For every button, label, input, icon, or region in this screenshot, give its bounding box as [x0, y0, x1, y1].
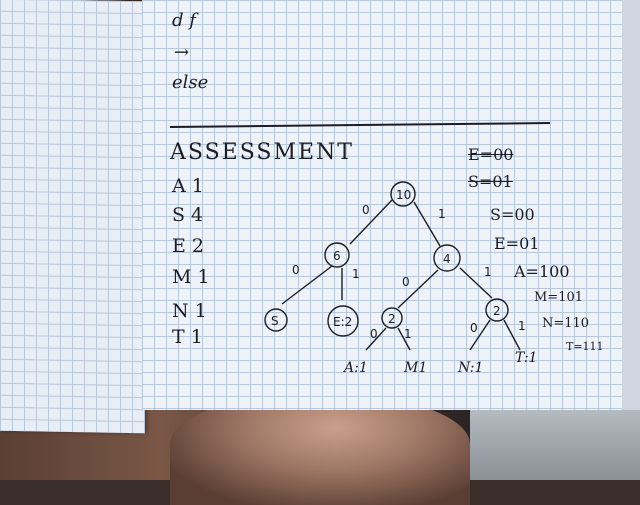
code-t: T=111 [566, 340, 604, 353]
node-leaf-s [264, 308, 288, 332]
edge-label-2l-1: 1 [404, 327, 412, 341]
freq-t: T 1 [172, 326, 203, 348]
edge-4-left [397, 269, 439, 309]
leaf-s-label: S [271, 314, 279, 328]
leaf-n: N:1 [457, 360, 483, 376]
edge-label-4-0: 0 [402, 275, 410, 289]
edge-label-root-0: 0 [362, 203, 370, 217]
edge-6-left [281, 265, 333, 305]
person-shirt [470, 400, 640, 480]
edge-root-right [413, 201, 441, 247]
code-m: M=101 [534, 290, 584, 305]
edge-label-2l-0: 0 [370, 327, 378, 341]
edge-root-left [349, 199, 393, 245]
node-6-label: 6 [333, 249, 341, 263]
node-root-label: 10 [396, 188, 411, 202]
edge-2r-right [503, 319, 521, 351]
edge-label-root-1: 1 [438, 207, 446, 221]
edge-label-2r-1: 1 [518, 319, 526, 333]
top-note-3: else [172, 72, 209, 93]
leaf-m: M1 [403, 360, 427, 376]
freq-s: S 4 [172, 204, 204, 226]
leaf-e-label: E:2 [333, 315, 352, 329]
edge-label-6-0: 0 [292, 263, 300, 277]
node-2-left [381, 307, 403, 329]
page-edge [622, 0, 640, 410]
freq-n: N 1 [172, 300, 207, 322]
code-a: A=100 [514, 262, 570, 281]
node-root [390, 181, 416, 207]
code-struck-s: S=01 [468, 172, 513, 191]
top-note-2: → [174, 42, 190, 63]
node-leaf-e [327, 305, 359, 337]
code-n: N=110 [542, 316, 590, 331]
heading-assessment: ASSESSMENT [170, 140, 354, 165]
code-e: E=01 [494, 234, 540, 253]
freq-m: M 1 [172, 266, 210, 288]
notebook-right-page [142, 0, 640, 410]
code-s: S=00 [490, 205, 535, 224]
edge-label-4-1: 1 [484, 265, 492, 279]
node-2l-label: 2 [388, 312, 396, 326]
node-2-right [485, 298, 509, 322]
edge-2r-left [469, 319, 491, 351]
edge-4-right [459, 267, 493, 299]
leaf-t: T:1 [515, 350, 537, 366]
node-4-label: 4 [443, 252, 451, 266]
node-2r-label: 2 [493, 304, 501, 318]
node-6 [324, 242, 350, 268]
node-4 [433, 244, 461, 272]
edge-2l-left [365, 327, 387, 351]
code-struck-e: E=00 [468, 145, 514, 164]
top-note-1: d f [172, 10, 196, 31]
edge-2l-right [397, 327, 411, 351]
freq-e: E 2 [172, 235, 204, 257]
edge-label-2r-0: 0 [470, 321, 478, 335]
freq-a: A 1 [172, 175, 204, 197]
huffman-tree: 10 6 4 S E:2 2 2 A:1 M1 N:1 T:1 0 1 0 1 … [264, 181, 537, 376]
edge-label-6-1: 1 [352, 267, 360, 281]
leaf-a: A:1 [342, 360, 368, 376]
